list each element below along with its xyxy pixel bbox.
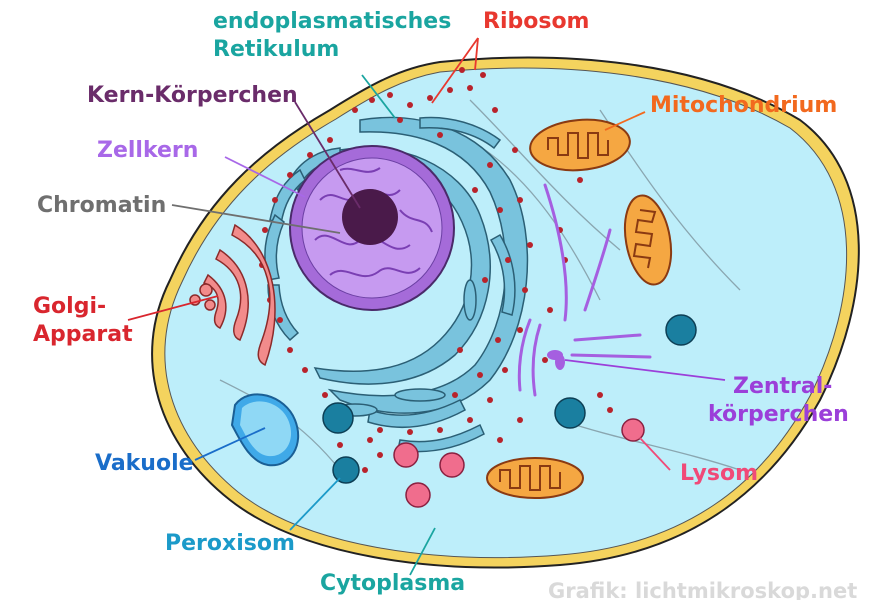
nucleolus: [342, 189, 398, 245]
label-er-line1: endoplasmatisches: [213, 9, 451, 34]
label-lysom: Lysom: [680, 461, 758, 486]
label-vakuole: Vakuole: [95, 451, 194, 476]
label-zentral-line2: körperchen: [708, 402, 849, 427]
label-cytoplasma: Cytoplasma: [320, 571, 465, 596]
label-mitochondrium: Mitochondrium: [650, 93, 837, 118]
label-chromatin: Chromatin: [37, 193, 166, 218]
label-golgi-line2: Apparat: [33, 322, 133, 347]
label-zentral-line1: Zentral-: [733, 374, 832, 399]
label-peroxisom: Peroxisom: [165, 531, 295, 556]
label-kern-koerperchen: Kern-Körperchen: [87, 83, 298, 108]
label-ribosom: Ribosom: [483, 9, 589, 34]
image-credit: Grafik: lichtmikroskop.net: [548, 579, 857, 600]
label-zellkern: Zellkern: [97, 138, 198, 163]
mitochondrion-bottom: [487, 458, 583, 498]
label-golgi-line1: Golgi-: [33, 294, 106, 319]
label-er-line2: Retikulum: [213, 37, 339, 62]
